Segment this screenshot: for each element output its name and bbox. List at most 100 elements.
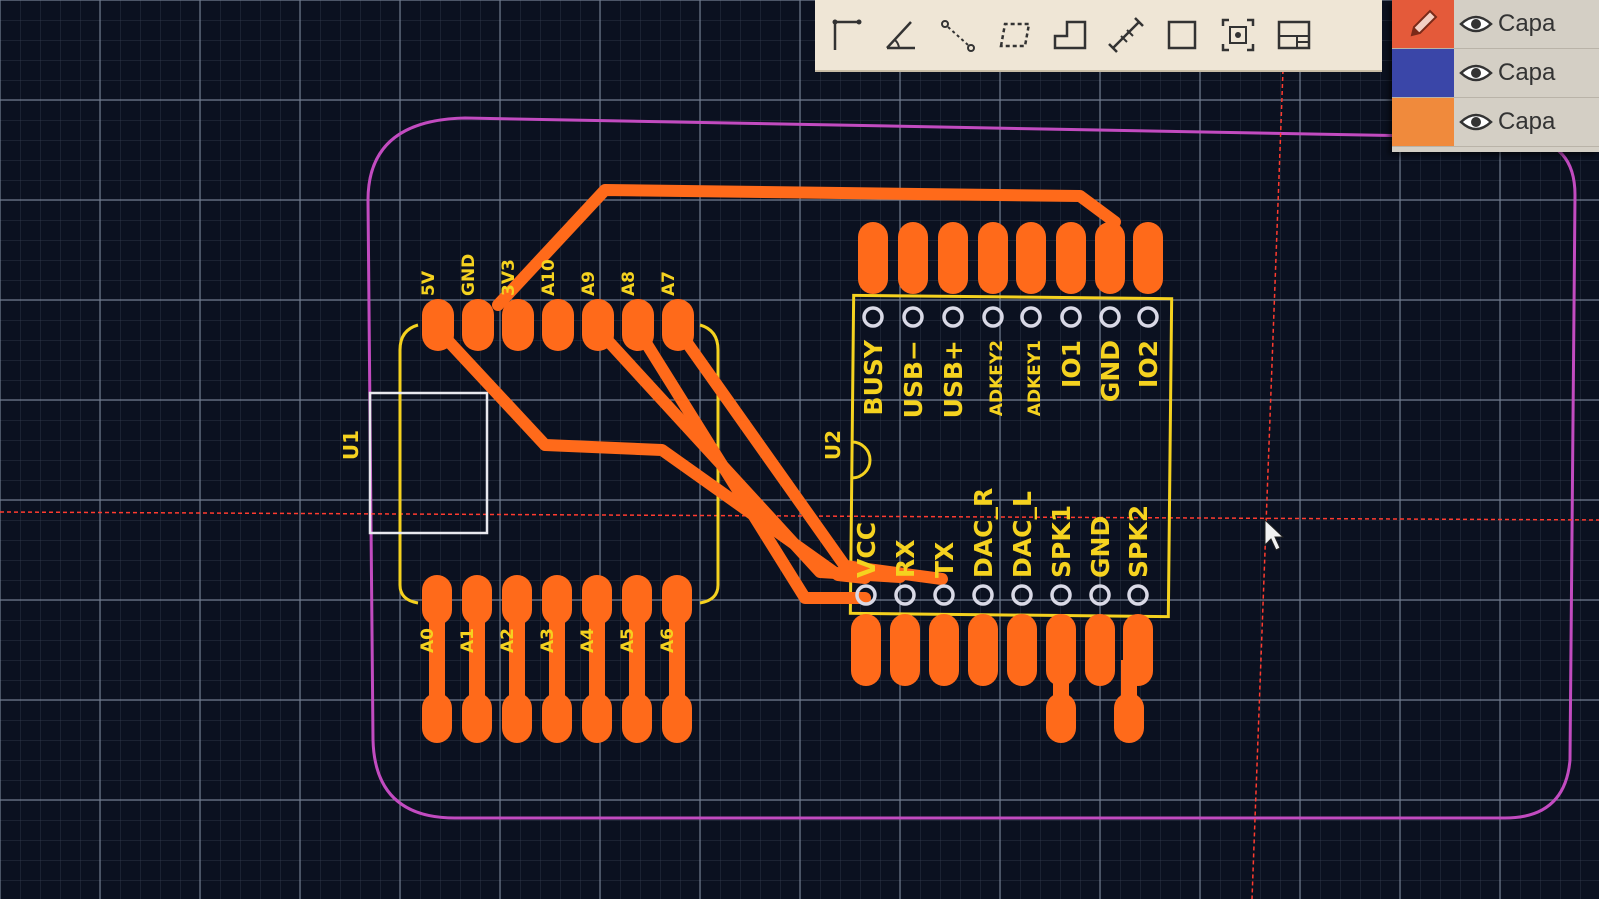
tool-step-shape[interactable] — [1051, 13, 1089, 57]
u2-top-pin-hole — [942, 306, 964, 328]
eye-icon — [1459, 113, 1493, 131]
u2-bottom-pin-hole — [972, 584, 994, 606]
u2-bottom-pin-hole — [1089, 584, 1111, 606]
u2-top-pin-label: ADKEY1 — [1025, 340, 1045, 416]
layer-row-top[interactable]: Capa — [1392, 0, 1599, 49]
u2-top-pin-hole — [902, 306, 924, 328]
u1-bottom-pad — [662, 575, 692, 625]
u2-bottom-pin-label: VCC — [852, 522, 881, 578]
u1-top-pin-label: 5V — [419, 270, 439, 296]
trace-a8 — [632, 324, 871, 604]
u2-top-pad — [858, 222, 888, 294]
tool-dimension[interactable] — [1107, 13, 1145, 57]
u2-bottom-pad — [1085, 614, 1115, 686]
u2-bottom-pin-hole — [1050, 584, 1072, 606]
u1-refdes: U1 — [339, 430, 363, 460]
u1-bottom-pad — [622, 575, 652, 625]
tool-select-area[interactable] — [1219, 13, 1257, 57]
u2-top-pin-hole — [1020, 306, 1042, 328]
u2-refdes: U2 — [821, 430, 845, 460]
layer-visibility-toggle[interactable] — [1454, 13, 1498, 35]
u2-top-pad — [978, 222, 1008, 294]
u1-bottom-pin-label: A0 — [418, 628, 438, 653]
u2-bottom-pad — [929, 614, 959, 686]
u1-pad-stub — [669, 620, 685, 710]
u1-top-pin-label: A9 — [579, 271, 599, 296]
u2-bottom-pin-hole — [855, 584, 877, 606]
u2-bottom-pad-end — [1046, 693, 1076, 743]
u2-bottom-pin-hole — [1011, 584, 1033, 606]
layer-visibility-toggle[interactable] — [1454, 111, 1498, 133]
layer-color-swatch — [1392, 0, 1454, 48]
u1-bottom-pad — [582, 575, 612, 625]
drawing-toolbar — [815, 0, 1382, 72]
eye-icon — [1459, 15, 1493, 33]
u1-bottom-pad — [502, 575, 532, 625]
u2-top-pin-label: USB− — [899, 340, 928, 418]
u2-top-pad — [1056, 222, 1086, 294]
u1-bottom-pad-end — [422, 693, 452, 743]
u2-top-pad — [898, 222, 928, 294]
u1-pad-stub — [509, 620, 525, 710]
u1-top-pad — [422, 299, 454, 351]
u2-top-pin-hole — [862, 306, 884, 328]
u2-bottom-pin-label: GND — [1086, 516, 1115, 578]
u2-bottom-pad-end — [1114, 693, 1144, 743]
u1-bottom-pad — [462, 575, 492, 625]
u2-pin1-notch — [851, 440, 872, 480]
u2-bottom-pin-label: DAC_L — [1008, 491, 1037, 578]
layer-row-bottom[interactable]: Capa — [1392, 49, 1599, 98]
layer-visibility-toggle[interactable] — [1454, 62, 1498, 84]
pads-layer — [422, 222, 1163, 743]
u1-top-pin-label: A7 — [659, 271, 679, 296]
trace-a7 — [672, 324, 948, 585]
u2-top-pin-hole — [1060, 306, 1082, 328]
u2-bottom-pin-hole — [894, 584, 916, 606]
u2-top-pad — [938, 222, 968, 294]
layer-row-silk[interactable]: Capa — [1392, 98, 1599, 147]
board-outline — [366, 116, 1577, 820]
u1-bottom-pad — [422, 575, 452, 625]
tool-measure[interactable] — [939, 13, 977, 57]
u2-bottom-pin-label: SPK2 — [1124, 505, 1153, 578]
u1-bottom-pad-end — [502, 693, 532, 743]
tool-dashed-rect[interactable] — [995, 13, 1033, 57]
u2-top-pad — [1016, 222, 1046, 294]
u1-bottom-pad — [542, 575, 572, 625]
u2-top-pin-label: BUSY — [859, 339, 888, 415]
u2-bottom-pin-hole — [933, 584, 955, 606]
layers-panel: Capa Capa Capa — [1392, 0, 1599, 152]
tool-angle[interactable] — [883, 13, 921, 57]
u1-top-pad — [502, 299, 534, 351]
u2-top-pin-hole — [1099, 306, 1121, 328]
u1-top-pad — [622, 299, 654, 351]
layout-icon — [1277, 20, 1311, 50]
layer-label: Capa — [1498, 59, 1556, 86]
tool-route[interactable] — [827, 13, 865, 57]
u2-top-pin-label: GND — [1096, 340, 1125, 402]
corner-route-icon — [832, 19, 862, 50]
select-area-icon — [1221, 18, 1255, 52]
u2-top-pin-label: IO1 — [1057, 340, 1086, 388]
u1-bottom-pin-label: A6 — [658, 628, 678, 653]
u1-bottom-pin-label: A1 — [458, 628, 478, 653]
u1-top-pad — [542, 299, 574, 351]
layer-color-swatch — [1392, 49, 1454, 97]
step-shape-icon — [1053, 20, 1087, 50]
dimension-icon — [1108, 17, 1144, 53]
u1-bottom-pad-end — [662, 693, 692, 743]
u2-top-pad — [1133, 222, 1163, 294]
u1-pad-stub — [549, 620, 565, 710]
tool-layout[interactable] — [1275, 13, 1313, 57]
u2-bottom-pad — [890, 614, 920, 686]
layer-label: Capa — [1498, 108, 1556, 135]
u1-usb-outline — [368, 391, 489, 535]
u2-top-pin-hole — [1137, 306, 1159, 328]
trace-3v3 — [492, 184, 1121, 311]
tool-square[interactable] — [1163, 13, 1201, 57]
u1-top-pad — [582, 299, 614, 351]
u2-bottom-pin-label: DAC_R — [969, 488, 998, 578]
u2-bottom-pin-label: RX — [891, 539, 920, 578]
